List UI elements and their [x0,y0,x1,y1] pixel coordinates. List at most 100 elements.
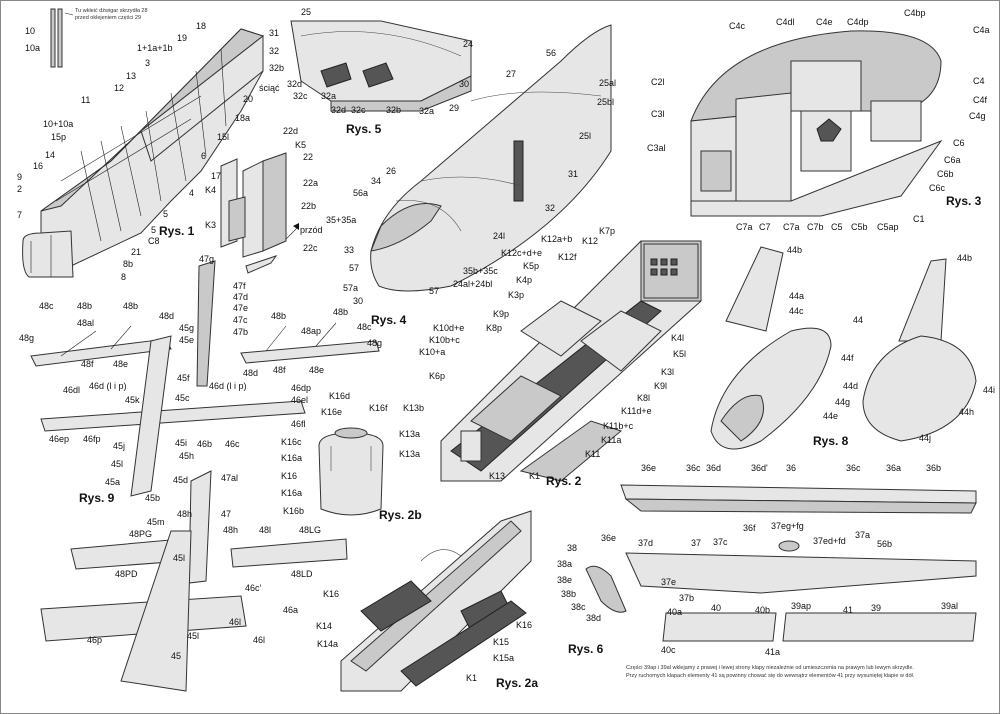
part-label: 15p [51,132,66,142]
part-label: 48b [123,301,138,311]
part-label: K12c+d+e [501,248,542,258]
part-label: 44j [919,433,931,443]
part-label: 36b [926,463,941,473]
part-label: 32 [545,203,555,213]
caption-rys1: Rys. 1 [159,224,195,238]
part-label: 45l [187,631,199,641]
part-label: K13b [403,403,424,413]
note-spar-line1: Tu wkleić dźwigar skrzydła 28 [75,8,148,14]
part-label: 45l [173,553,185,563]
part-label: C4c [729,21,746,31]
part-label: 25al [599,78,616,88]
rys2-interior [440,240,702,482]
part-label: 47al [221,473,238,483]
part-label: 21 [131,247,141,257]
part-label: K16d [329,391,350,401]
part-label: K4 [205,185,216,195]
part-label: K3 [205,220,216,230]
rys2-part-labels: K12a+b K7p K12c+d+e K12 K5p K12f K4p K3p… [399,226,686,481]
part-label: 48g [367,338,382,348]
part-label: 57 [429,286,439,296]
part-label: 48c [357,322,372,332]
part-label: 25bl [597,97,614,107]
part-label: 48b [333,307,348,317]
part-label: 27 [506,69,516,79]
caption-rys6: Rys. 6 [568,642,604,656]
part-label: 46fp [83,434,101,444]
part-label: 3 [145,58,150,68]
part-label: 48g [19,333,34,343]
part-label: 36d [706,463,721,473]
part-label: 56 [546,48,556,58]
rys9-part-labels: 47g 47f 47d 47e 47c 47b 48c 48b 48al 48b… [19,254,382,503]
part-label: C4dl [776,17,795,27]
part-label: 36c [846,463,861,473]
part-label: K16a [281,453,302,463]
part-label: 25 [301,7,311,17]
part-label: C4g [969,111,986,121]
part-label: 35+35a [326,215,356,225]
part-label: 46el [291,395,308,405]
part-label: 40b [755,605,770,615]
part-label: 40c [661,645,676,655]
part-label: 44e [823,411,838,421]
part-label: 46dl [63,385,80,395]
part-label: C4f [973,95,988,105]
part-label: 37b [679,593,694,603]
caption-rys8: Rys. 8 [813,434,849,448]
part-label: C6c [929,183,946,193]
part-label: 40a [667,607,682,617]
part-label: 45 [171,651,181,661]
part-label: 8b [123,259,133,269]
part-label: C7 [759,222,771,232]
part-label: 47g [199,254,214,264]
part-label: K4l [671,333,684,343]
note-spar-line2: przed oklejeniem części 29 [75,15,141,21]
part-label: 46ep [49,434,69,444]
part-label: 48b [271,311,286,321]
part-label: K16 [281,471,297,481]
part-label: 44c [789,306,804,316]
part-label: 45f [177,373,190,383]
part-label: 48e [309,365,324,375]
part-label: 48d [159,311,174,321]
part-label: K16 [323,589,339,599]
part-label: K11 [585,449,600,459]
part-label: K6p [429,371,445,381]
part-label: 48h [223,525,238,535]
part-label: 38c [571,602,586,612]
note-flap-line1: Części 39ap i 39al wklejamy z prawej i l… [626,665,914,671]
part-label: 32d [331,105,346,115]
part-label: 46c' [245,583,262,593]
part-label: 44b [957,253,972,263]
part-label: K12f [558,252,577,262]
part-label: K14 [316,621,332,631]
part-label: C3l [651,109,665,119]
rys6-flaps [585,484,977,642]
part-label: 2 [17,184,22,194]
part-label: 33 [344,245,354,255]
part-label: 48f [81,359,94,369]
part-label: 10a [25,43,40,53]
caption-rys5: Rys. 5 [346,122,382,136]
part-label: 32a [419,106,434,116]
part-label: 12 [114,83,124,93]
rys5-part-labels: 25 24 31 32 32b 32d 32c 32a 32d 32c 32b … [269,7,473,116]
part-label: K11a [601,435,621,445]
part-label: 47e [233,303,248,313]
part-label: 56b [877,539,892,549]
part-label: C1 [913,214,925,224]
part-label: 17 [211,171,221,181]
part-label: 29 [449,103,459,113]
part-label: 37c [713,537,728,547]
part-label: 44f [841,353,854,363]
part-label: K15 [493,637,509,647]
part-label: C7a [783,222,800,232]
part-label: 34 [371,176,381,186]
rys2b-part-labels: K16d K16e K16f K16c K16a K16 K16a K16b [281,391,388,516]
part-label: 38 [567,543,577,553]
part-label: 45k [125,395,140,405]
part-label: 45a [105,477,120,487]
rys4-part-labels: 56 27 25al 25bl 29 25l 31 26 34 56a 35+3… [326,48,616,306]
rys2a-part-labels: K16 K14 K14a K16 K15 K15a K1 [316,589,532,683]
